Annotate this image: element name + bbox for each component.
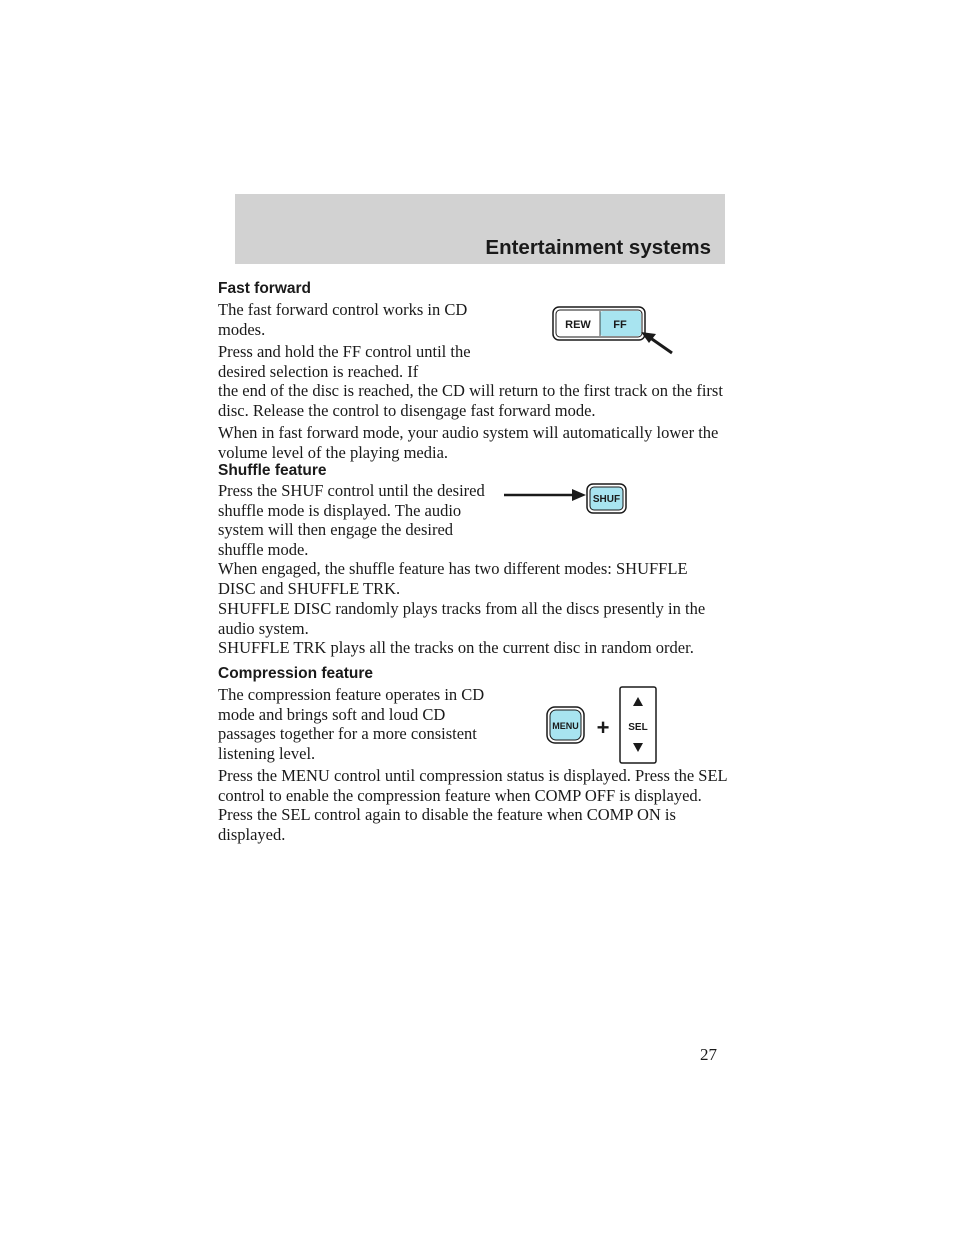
sel-button-label: SEL xyxy=(628,722,647,733)
up-arrow-icon xyxy=(633,697,643,706)
sel-button xyxy=(619,686,657,764)
shuf-button-highlight xyxy=(589,486,624,511)
shuffle-paragraph-3: SHUFFLE DISC randomly plays tracks from … xyxy=(218,599,706,638)
down-arrow-icon xyxy=(633,743,643,752)
pointer-arrow xyxy=(648,335,673,355)
fast-forward-paragraph-3: When in fast forward mode, your audio sy… xyxy=(218,423,719,462)
menu-sel-illustration: MENU + SEL xyxy=(546,686,657,764)
arrowhead-icon xyxy=(572,489,586,501)
fast-forward-paragraph-1: The fast forward control works in CD mod… xyxy=(218,300,468,339)
menu-button-label: MENU xyxy=(552,721,579,731)
plus-sign: + xyxy=(597,715,610,740)
shuf-button-label: SHUF xyxy=(593,494,620,505)
shuffle-paragraph-2: When engaged, the shuffle feature has tw… xyxy=(218,559,688,598)
shuffle-heading: Shuffle feature xyxy=(218,462,327,479)
page-number: 27 xyxy=(700,1045,717,1064)
compression-paragraph-1: The compression feature operates in CD m… xyxy=(218,685,485,763)
header-band: Entertainment systems xyxy=(235,194,725,264)
arrowhead-icon xyxy=(641,332,656,343)
compression-heading: Compression feature xyxy=(218,665,374,682)
fast-forward-paragraph-2a: Press and hold the FF control until the … xyxy=(218,342,471,381)
fast-forward-paragraph-2b: the end of the disc is reached, the CD w… xyxy=(218,381,723,420)
shuf-illustration: SHUF xyxy=(504,483,627,514)
shuffle-paragraph-4: SHUFFLE TRK plays all the tracks on the … xyxy=(218,638,694,657)
section-title: Entertainment systems xyxy=(485,236,711,259)
compression-paragraph-2: Press the MENU control until compression… xyxy=(218,766,728,844)
shuffle-paragraph-1: Press the SHUF control until the desired… xyxy=(218,481,485,559)
rew-ff-illustration: REW FF xyxy=(552,306,673,355)
ff-button-highlight xyxy=(600,311,641,336)
ff-button-label: FF xyxy=(613,319,627,331)
fast-forward-heading: Fast forward xyxy=(218,280,312,297)
menu-button-highlight xyxy=(549,709,582,741)
rew-button-label: REW xyxy=(565,319,591,331)
